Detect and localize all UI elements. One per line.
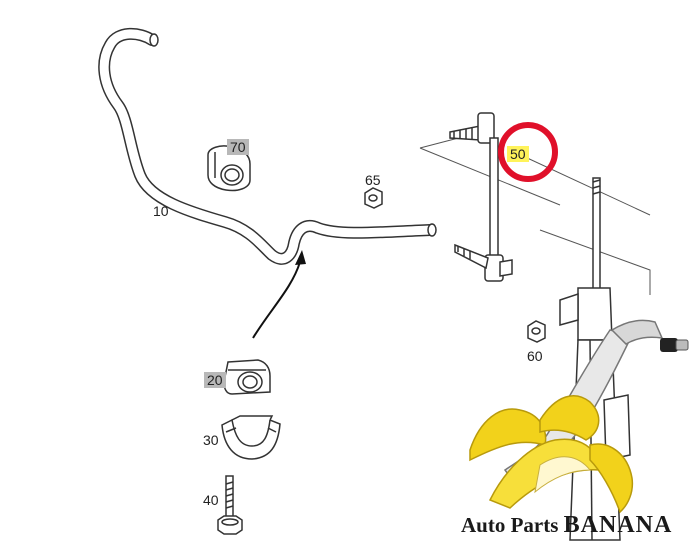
- callout-70: 70: [227, 139, 249, 155]
- banana-logo-icon: [469, 319, 689, 514]
- stabilizer-bar: [98, 27, 437, 265]
- brand-part2: BANANA: [563, 512, 673, 538]
- bushing-30-part: [221, 415, 281, 460]
- bracket-20-part: [223, 359, 271, 395]
- link-50-part: [449, 112, 513, 282]
- callout-65: 65: [365, 172, 381, 188]
- nut-60-part: [527, 320, 546, 343]
- bushing-70-part: [207, 145, 251, 192]
- pointer-arrow: [252, 250, 306, 339]
- highlight-circle: [498, 122, 558, 182]
- callout-40: 40: [203, 492, 219, 508]
- brand-part1: Auto Parts: [461, 513, 559, 537]
- bolt-40-part: [217, 475, 243, 535]
- mount-plane: [419, 134, 651, 295]
- callout-50: 50: [507, 146, 529, 162]
- callout-30: 30: [203, 432, 219, 448]
- callout-20: 20: [204, 372, 226, 388]
- nut-65-part: [364, 187, 383, 209]
- brand-watermark: Auto Parts BANANA: [461, 512, 672, 539]
- callout-60: 60: [527, 348, 543, 364]
- callout-10: 10: [153, 203, 169, 219]
